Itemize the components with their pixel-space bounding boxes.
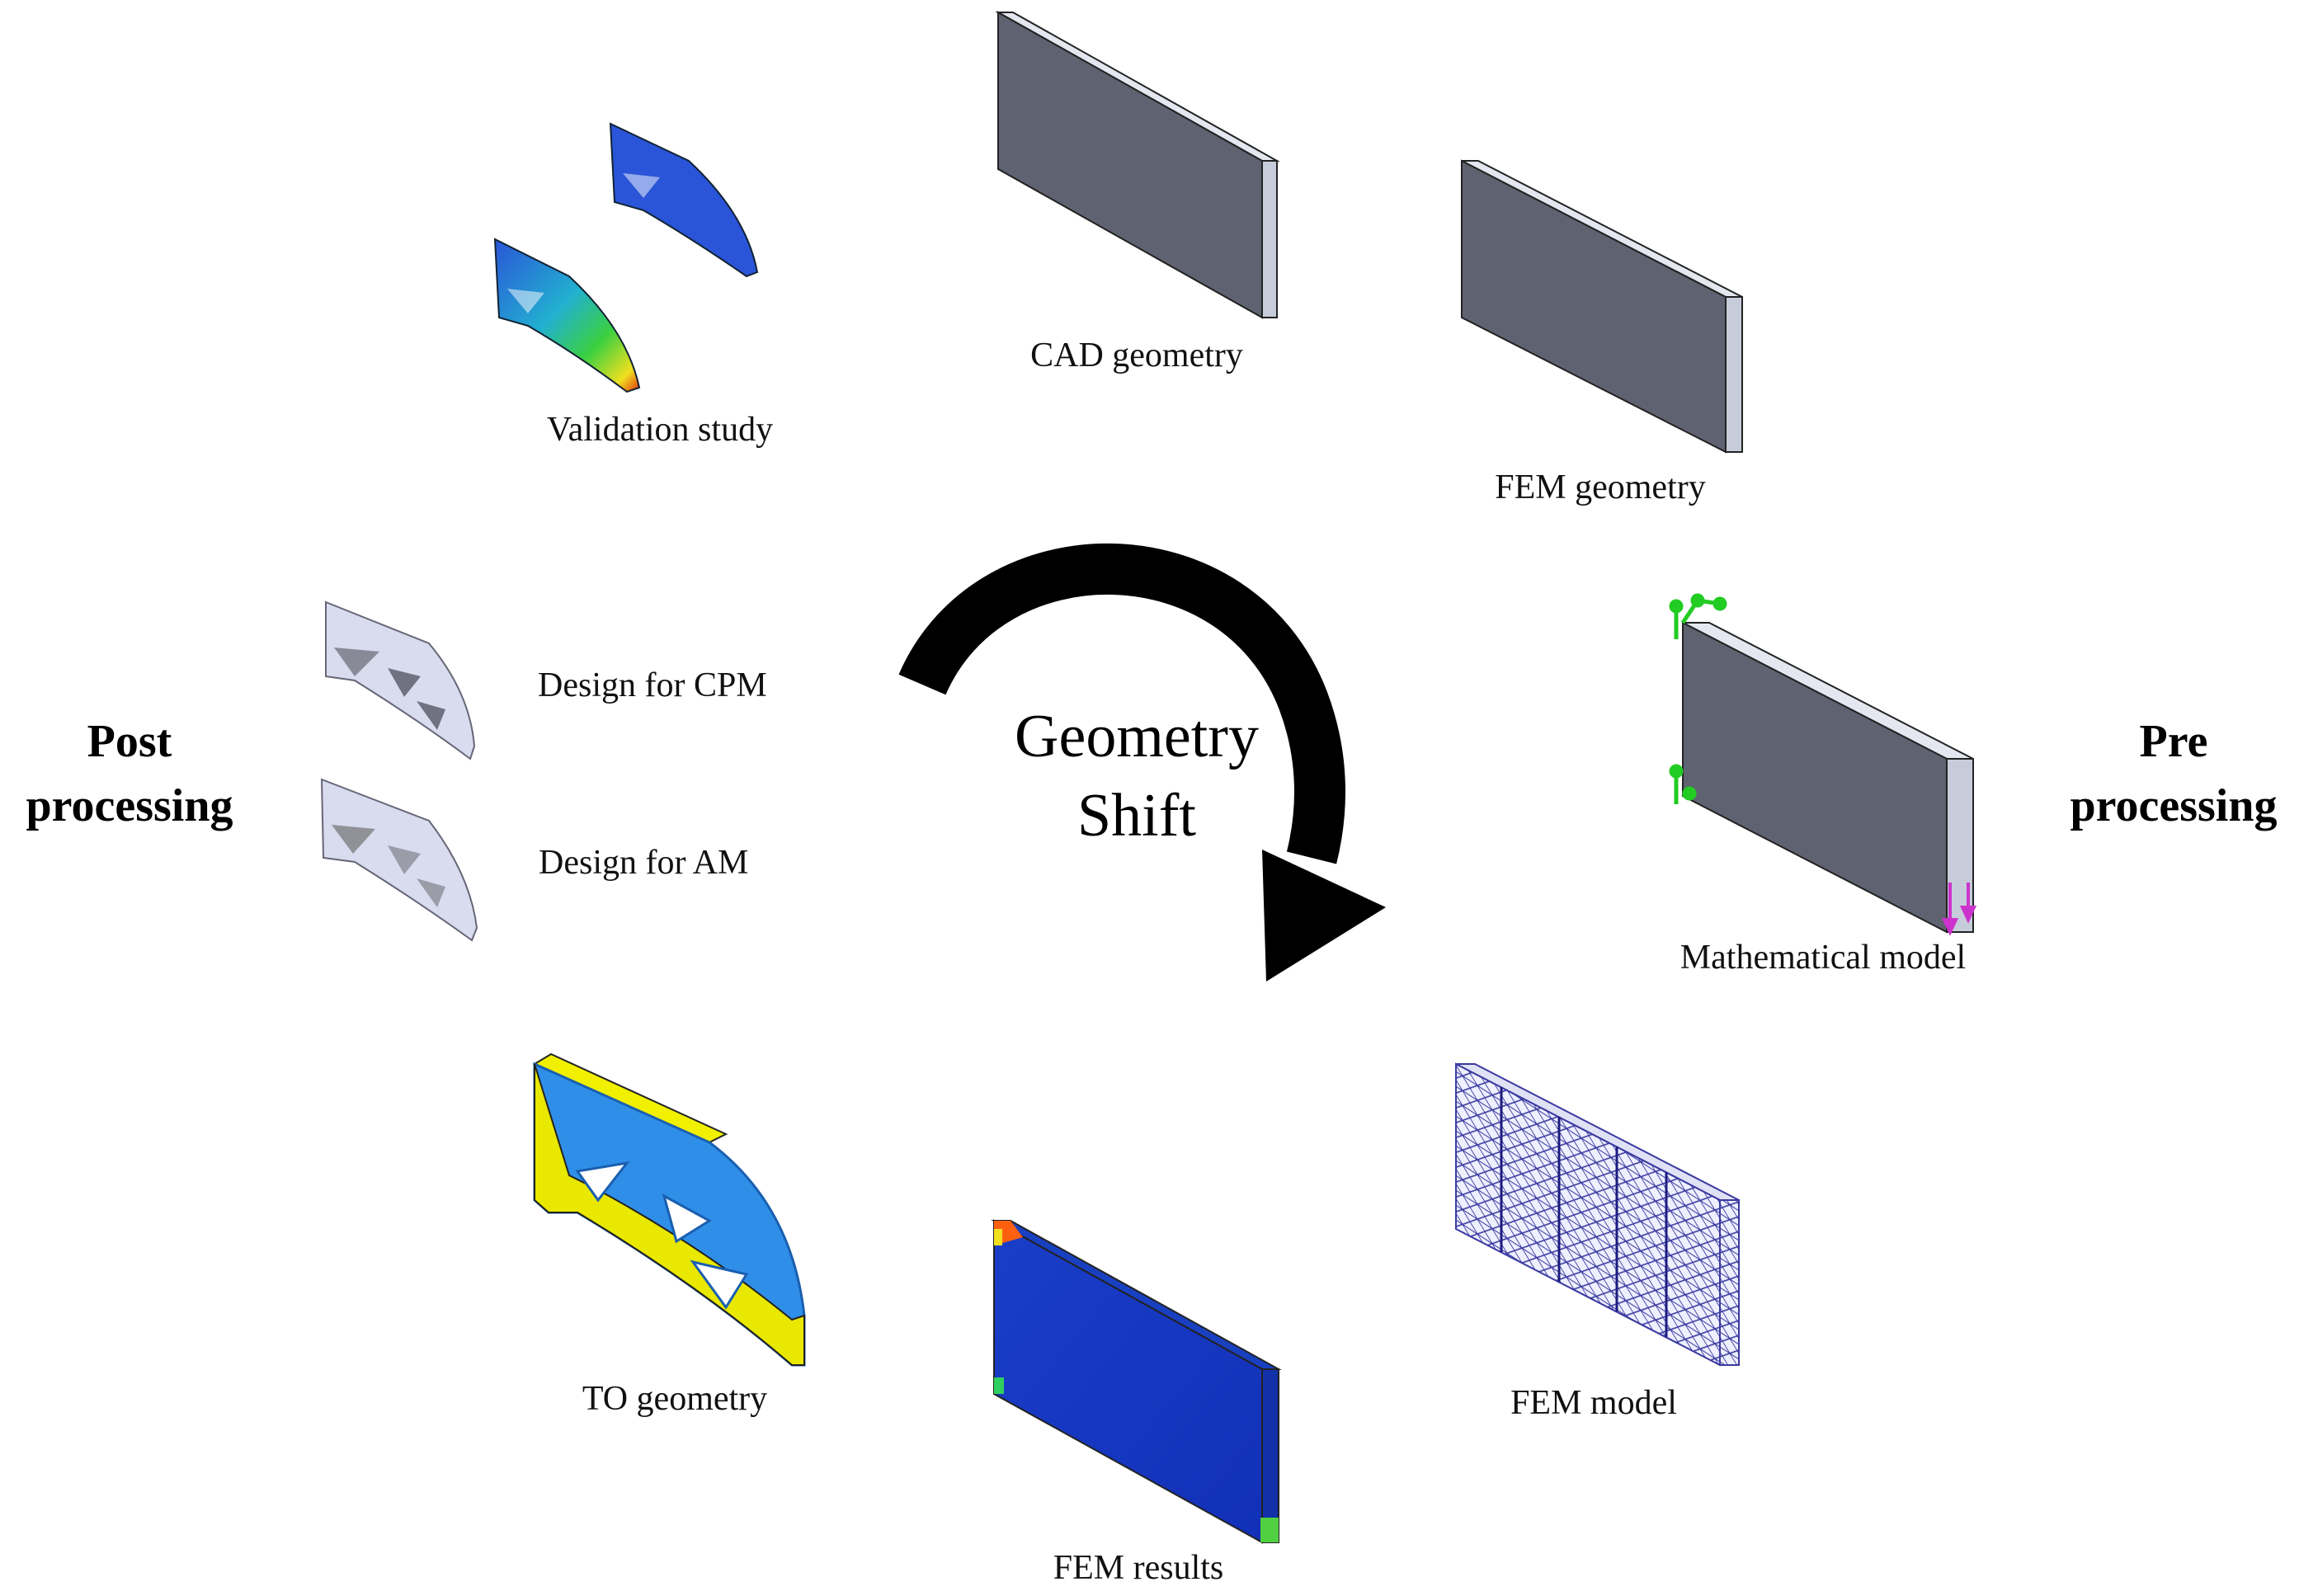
load-arrow-icon [1941, 883, 1977, 936]
fem-model-label: FEM model [1510, 1384, 1677, 1422]
post-processing-heading: Post processing [26, 709, 233, 838]
mathematical-model-figure [1669, 593, 1977, 936]
geometry-shift-title: Geometry Shift [1015, 697, 1259, 855]
fem-geometry-figure [1461, 159, 1743, 454]
design-for-am-label: Design for AM [539, 844, 749, 882]
design-cpm-figure [325, 600, 476, 760]
to-geometry-label: TO geometry [582, 1380, 768, 1418]
validation-study-figure [493, 122, 759, 393]
geometry-shift-arrow-icon [898, 544, 1386, 982]
pre-processing-line2: processing [2070, 780, 2278, 831]
pre-processing-line1: Pre [2139, 716, 2208, 767]
design-for-cpm-label: Design for CPM [538, 666, 767, 704]
pre-processing-heading: Pre processing [2071, 709, 2278, 838]
post-processing-line1: Post [87, 716, 172, 767]
validation-study-label: Validation study [546, 411, 774, 449]
cad-geometry-label: CAD geometry [1030, 337, 1243, 374]
design-am-figure [320, 778, 478, 942]
fem-geometry-label: FEM geometry [1495, 468, 1706, 506]
fem-results-label: FEM results [1053, 1549, 1224, 1587]
fem-results-figure [991, 1219, 1282, 1544]
to-geometry-figure [532, 1052, 806, 1367]
mathematical-model-label: Mathematical model [1679, 939, 1967, 977]
geometry-shift-line2: Shift [1077, 782, 1196, 850]
fixture-icon [1669, 593, 1727, 804]
post-processing-line2: processing [26, 780, 233, 831]
geometry-shift-line1: Geometry [1015, 703, 1259, 770]
cad-geometry-figure [995, 11, 1280, 319]
fem-model-figure [1455, 1062, 1740, 1367]
